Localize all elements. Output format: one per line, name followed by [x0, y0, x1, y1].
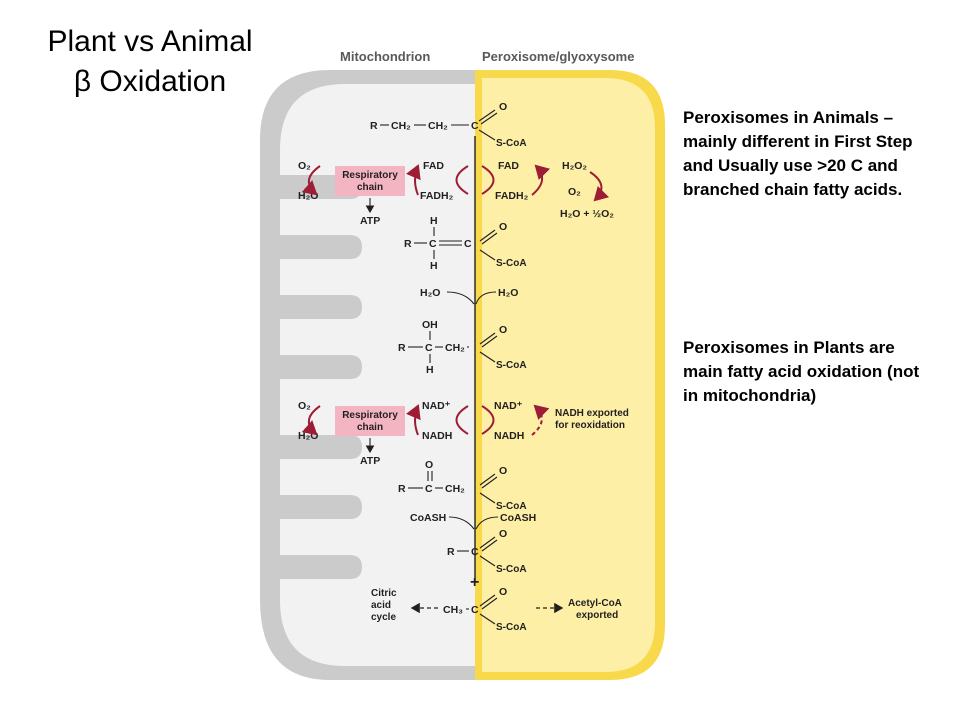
r-group: R	[398, 483, 406, 495]
slide-title: Plant vs Animal β Oxidation	[0, 22, 300, 102]
r-group: R	[447, 546, 455, 558]
oxygen-label: O	[499, 221, 507, 233]
respiratory-chain-label-2b: chain	[357, 422, 383, 433]
note-animal-peroxisomes: Peroxisomes in Animals – mainly differen…	[683, 108, 913, 199]
carbon-label: C	[464, 238, 472, 250]
h2o-label: H₂O	[498, 287, 518, 299]
fad-reduction-arrow	[455, 165, 469, 195]
coash-label: CoASH	[500, 512, 536, 524]
scoa-label: S-CoA	[496, 138, 527, 149]
h-label: H	[426, 364, 434, 376]
step-2-hydration: H₂O H₂O	[420, 287, 518, 305]
carbon-label: C	[425, 342, 433, 354]
mitochondrion-matrix	[280, 84, 475, 666]
coash-label: CoASH	[410, 512, 446, 524]
respiratory-chain-label-1: Respiratory	[342, 170, 398, 181]
scoa-label: S-CoA	[496, 622, 527, 633]
plus-sign: +	[470, 574, 479, 591]
title-line-1: Plant vs Animal	[47, 25, 253, 58]
respiratory-chain-label-2: Respiratory	[342, 410, 398, 421]
ch3-label: CH₃	[443, 604, 463, 616]
step-1-fad: O₂ H₂O Respiratory chain ATP FAD FADH₂ F…	[298, 160, 614, 227]
oxygen-label: O	[499, 586, 507, 598]
oxygen-label: O	[425, 459, 433, 471]
acetyl-coa: Citric acid cycle CH₃ C O S-CoA Acetyl-C…	[371, 586, 622, 633]
hydroxyacyl-coa: OH R C CH₂ H O S-CoA	[398, 319, 527, 376]
peroxisome-header: Peroxisome/glyoxysome	[482, 49, 634, 64]
ch2-label: CH₂	[445, 483, 465, 495]
shortened-acyl-coa: R C O S-CoA	[447, 528, 527, 575]
r-group: R	[398, 342, 406, 354]
ch2-label: CH₂	[391, 120, 411, 132]
title-line-2: β Oxidation	[73, 65, 227, 98]
nadh-exported-label-b: for reoxidation	[555, 420, 625, 431]
h2o-label: H₂O	[298, 190, 318, 202]
atp-label: ATP	[360, 215, 380, 227]
h2o2-label: H₂O₂	[562, 160, 587, 172]
r-group: R	[404, 238, 412, 250]
ch2-label: CH₂	[445, 342, 465, 354]
o2-label: O₂	[298, 400, 311, 412]
h2o-label: H₂O	[298, 430, 318, 442]
nadh-label: NADH	[494, 430, 524, 442]
fadh2-label: FADH₂	[420, 190, 454, 202]
acetyl-coa-exported-label: Acetyl-CoA	[568, 598, 622, 609]
respiratory-chain-label-1b: chain	[357, 182, 383, 193]
nad-label: NAD⁺	[422, 400, 451, 412]
o2-label: O₂	[298, 160, 311, 172]
acyl-coa: R CH₂ CH₂ C O S-CoA	[370, 101, 527, 149]
h2o-half-o2-label: H₂O + ½O₂	[560, 208, 614, 220]
oxygen-label: O	[499, 101, 507, 113]
step-3-nad: O₂ H₂O Respiratory chain ATP NAD⁺ NADH N…	[298, 400, 629, 467]
fad-label: FAD	[498, 160, 519, 172]
mitochondrion-header: Mitochondrion	[340, 49, 430, 64]
peroxisome-lumen	[482, 78, 655, 672]
h-label: H	[430, 215, 438, 227]
h2o-label: H₂O	[420, 287, 440, 299]
carbon-label: C	[471, 120, 479, 132]
beta-oxidation-diagram: Mitochondrion Peroxisome/glyoxysome R CH…	[260, 49, 665, 680]
oxygen-label: O	[499, 528, 507, 540]
enoyl-coa: H R C C H O S-CoA	[404, 215, 527, 272]
nadh-label: NADH	[422, 430, 452, 442]
carbon-label: C	[471, 604, 479, 616]
scoa-label: S-CoA	[496, 564, 527, 575]
ketoacyl-coa: O R C CH₂ O S-CoA	[398, 459, 527, 512]
citric-label-b: acid	[371, 600, 391, 611]
citric-label-c: cycle	[371, 612, 396, 623]
nadh-exported-label: NADH exported	[555, 408, 629, 419]
carbon-label: C	[471, 546, 479, 558]
acetyl-coa-exported-label-b: exported	[576, 610, 618, 621]
scoa-label: S-CoA	[496, 360, 527, 371]
oxygen-label: O	[499, 465, 507, 477]
h-label: H	[430, 260, 438, 272]
note-plant-peroxisomes: Peroxisomes in Plants are main fatty aci…	[683, 338, 920, 405]
scoa-label: S-CoA	[496, 258, 527, 269]
atp-label: ATP	[360, 455, 380, 467]
r-group: R	[370, 120, 378, 132]
carbon-label: C	[425, 483, 433, 495]
step-4-thiolysis: CoASH CoASH	[410, 512, 536, 530]
oh-label: OH	[422, 319, 438, 331]
fadh2-label: FADH₂	[495, 190, 529, 202]
respiratory-chain-box-2	[335, 406, 405, 436]
scoa-label: S-CoA	[496, 501, 527, 512]
fad-label: FAD	[423, 160, 444, 172]
o2-label: O₂	[568, 186, 581, 198]
nad-label: NAD⁺	[494, 400, 523, 412]
respiratory-chain-box-1	[335, 166, 405, 196]
oxygen-label: O	[499, 324, 507, 336]
citric-label-a: Citric	[371, 588, 397, 599]
carbon-label: C	[429, 238, 437, 250]
ch2-label: CH₂	[428, 120, 448, 132]
